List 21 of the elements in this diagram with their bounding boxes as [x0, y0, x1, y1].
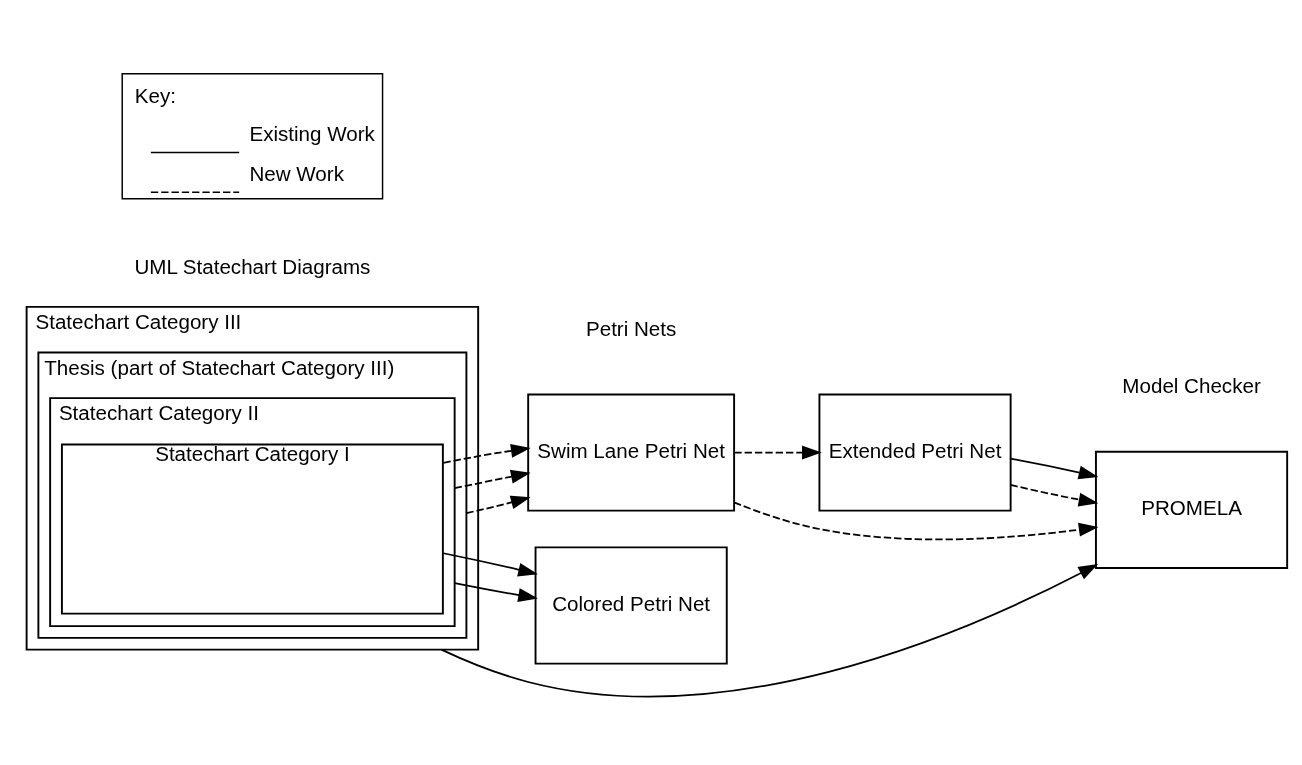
arrow [1009, 457, 1099, 480]
arrow [442, 552, 538, 577]
arrow [733, 445, 822, 460]
arrow [440, 563, 1099, 698]
arrow [733, 501, 1099, 541]
node-box: Swim Lane Petri Net [527, 393, 736, 512]
arrow [442, 443, 531, 464]
node-box: Extended Petri Net [818, 393, 1012, 512]
label: Key: [134, 83, 176, 107]
node-box: Colored Petri Net [534, 546, 728, 665]
legend-label: New Work [249, 161, 344, 185]
node-box: PROMELA [1095, 450, 1289, 569]
node-label: Model Checker [1122, 374, 1261, 398]
arrow [1009, 484, 1099, 507]
label: UML Statechart Diagrams [134, 255, 371, 279]
node-box: Statechart Category I [60, 443, 444, 615]
arrow [465, 495, 531, 514]
arrow [453, 582, 538, 602]
arrow [453, 469, 531, 490]
legend-label: Existing Work [249, 121, 375, 145]
label: Petri Nets [585, 316, 677, 340]
